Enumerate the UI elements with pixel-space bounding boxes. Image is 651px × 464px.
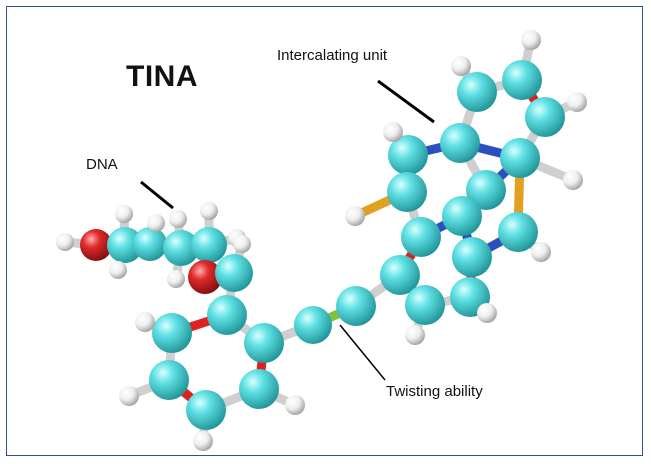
- carbon-atom-r1: [502, 60, 542, 100]
- hydrogen-atom-hr8: [405, 325, 425, 345]
- pointer-dna: [140, 180, 174, 210]
- hydrogen-atom-hr2: [451, 56, 471, 76]
- carbon-atom-b2: [152, 313, 192, 353]
- hydrogen-atom-hb3: [119, 386, 139, 406]
- carbon-atom-c5: [215, 254, 253, 292]
- hydrogen-atom-hb2: [135, 312, 155, 332]
- carbon-atom-b3: [149, 360, 189, 400]
- carbon-atom-l2: [336, 286, 376, 326]
- oxygen-atom-o2: [188, 260, 222, 294]
- carbon-atom-r3: [525, 97, 565, 137]
- hydrogen-atom-hr9: [477, 303, 497, 323]
- carbon-atom-b5: [239, 369, 279, 409]
- carbon-atom-r5: [500, 138, 540, 178]
- carbon-atom-b6: [244, 323, 284, 363]
- carbon-atom-r13: [380, 255, 420, 295]
- carbon-atom-b1: [207, 295, 247, 335]
- hydrogen-atom-hr1: [521, 30, 541, 50]
- hydrogen-atom-hb5: [285, 395, 305, 415]
- carbon-atom-r12: [452, 237, 492, 277]
- carbon-atom-r11: [401, 217, 441, 257]
- hydrogen-atom-h7: [200, 202, 218, 220]
- hydrogen-atom-hr6: [345, 206, 365, 226]
- label-intercalating-unit: Intercalating unit: [277, 47, 388, 64]
- hydrogen-atom-hr7: [531, 242, 551, 262]
- label-dna: DNA: [86, 156, 118, 173]
- hydrogen-atom-h2: [115, 205, 133, 223]
- carbon-atom-c1: [107, 227, 143, 263]
- carbon-atom-r4: [440, 123, 480, 163]
- carbon-atom-r8: [387, 172, 427, 212]
- hydrogen-atom-hr5: [383, 122, 403, 142]
- carbon-atom-c3: [163, 230, 199, 266]
- carbon-atom-r10: [498, 212, 538, 252]
- hydrogen-atom-h3: [109, 261, 127, 279]
- pointer-intercalating: [377, 79, 435, 124]
- figure-title: TINA: [126, 60, 198, 93]
- carbon-atom-r7: [388, 135, 428, 175]
- hydrogen-atom-h1: [56, 233, 74, 251]
- carbon-atom-l1: [294, 306, 332, 344]
- carbon-atom-r9: [442, 196, 482, 236]
- hydrogen-atom-h5: [169, 210, 187, 228]
- carbon-atom-r2: [457, 72, 497, 112]
- hydrogen-atom-hb4: [193, 431, 213, 451]
- hydrogen-atom-hr4: [563, 170, 583, 190]
- hydrogen-atom-h4: [147, 214, 165, 232]
- oxygen-atom-o1: [80, 229, 112, 261]
- pointer-twisting: [339, 324, 386, 381]
- carbon-atom-r6: [466, 170, 506, 210]
- carbon-atom-b4: [186, 390, 226, 430]
- label-twisting-ability: Twisting ability: [386, 383, 483, 400]
- hydrogen-atom-h9: [233, 235, 251, 253]
- carbon-atom-c4: [191, 227, 227, 263]
- hydrogen-atom-h6: [167, 270, 185, 288]
- atom-layer: [56, 30, 587, 451]
- carbon-atom-c2: [133, 227, 167, 261]
- hydrogen-atom-hr3: [567, 92, 587, 112]
- carbon-atom-r14: [405, 285, 445, 325]
